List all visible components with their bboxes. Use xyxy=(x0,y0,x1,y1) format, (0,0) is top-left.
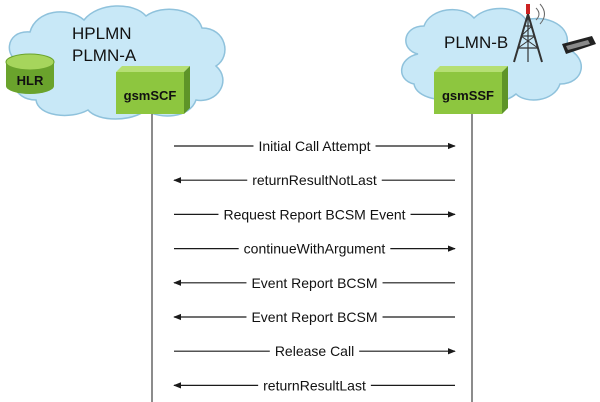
hplmn-label: HPLMN xyxy=(72,24,132,43)
message-row: returnResultNotLast xyxy=(173,172,455,188)
message-label: Event Report BCSM xyxy=(251,275,377,291)
message-label: Event Report BCSM xyxy=(251,309,377,325)
message-label: returnResultNotLast xyxy=(252,172,377,188)
hlr-database: HLR xyxy=(5,53,55,94)
message-list: Initial Call Attempt returnResultNotLastR… xyxy=(173,138,456,393)
message-row: returnResultLast xyxy=(173,377,455,393)
message-label: continueWithArgument xyxy=(244,241,386,257)
gsmssf-box-top xyxy=(434,66,508,72)
gsmssf-label: gsmSSF xyxy=(442,88,494,103)
message-row: continueWithArgument xyxy=(174,241,456,257)
gsmscf-node: gsmSCF xyxy=(116,66,190,114)
gsmscf-box-side xyxy=(184,66,190,114)
message-row: Initial Call Attempt xyxy=(174,138,456,154)
message-label: Release Call xyxy=(275,343,354,359)
plmn-b-label: PLMN-B xyxy=(444,33,508,52)
message-row: Release Call xyxy=(174,343,456,359)
gsmssf-node: gsmSSF xyxy=(434,66,508,114)
message-row: Event Report BCSM xyxy=(173,309,455,325)
gsmssf-box-side xyxy=(502,66,508,114)
plmn-a-label: PLMN-A xyxy=(72,46,137,65)
hlr-cylinder-body xyxy=(6,62,54,94)
message-label: returnResultLast xyxy=(263,377,366,393)
gsmssf-box-front xyxy=(434,72,502,114)
message-label: Initial Call Attempt xyxy=(258,138,370,154)
hlr-label: HLR xyxy=(17,73,44,88)
gsmscf-box-front xyxy=(116,72,184,114)
gsmscf-box-top xyxy=(116,66,190,72)
message-label: Request Report BCSM Event xyxy=(223,206,405,222)
mobile-phone-icon xyxy=(562,36,596,54)
radio-tower-icon xyxy=(513,3,545,63)
message-row: Request Report BCSM Event xyxy=(174,206,456,222)
gsmscf-label: gsmSCF xyxy=(124,88,177,103)
hlr-cylinder-top xyxy=(5,53,55,71)
message-row: Event Report BCSM xyxy=(173,275,455,291)
